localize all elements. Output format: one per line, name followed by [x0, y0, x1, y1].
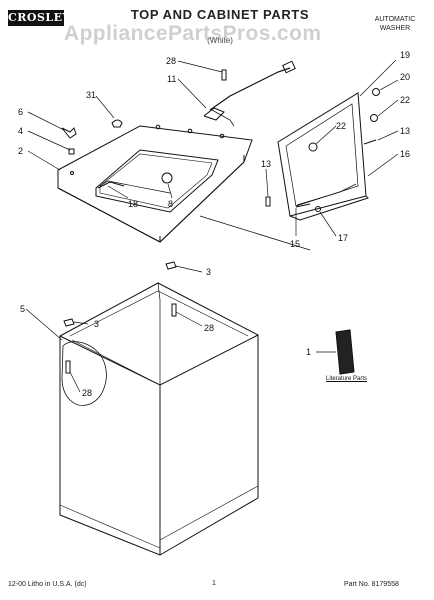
callout-18: 18 [128, 199, 138, 209]
callout-15: 15 [290, 239, 300, 249]
callout-17: 17 [338, 233, 348, 243]
callout-2: 2 [18, 146, 23, 156]
callout-4: 4 [18, 126, 23, 136]
callout-16: 16 [400, 149, 410, 159]
page-number: 1 [212, 580, 216, 587]
callout-22: 20 [400, 72, 410, 82]
brand-logo: CROSLEY [8, 10, 71, 26]
top-panel [57, 124, 253, 243]
callout-28: 28 [82, 388, 92, 398]
color-variant: (White) [207, 36, 233, 45]
callout-3: 3 [206, 267, 211, 277]
lid-assembly [277, 92, 369, 221]
product-type-line2: WASHER [379, 25, 411, 32]
callout-1: 1 [306, 347, 311, 357]
callout-19: 19 [400, 50, 410, 60]
callout-8: 8 [168, 199, 173, 209]
part-number: Part No. 8179558 [344, 581, 399, 588]
product-type-line1: AUTOMATIC [374, 16, 416, 23]
callout-28: 28 [204, 323, 214, 333]
callout-28: 28 [166, 56, 176, 66]
callout-6: 6 [18, 107, 23, 117]
callout-20: 22 [400, 95, 410, 105]
watermark-text: AppliancePartsPros.com [64, 22, 322, 45]
page-title: TOP AND CABINET PARTS [130, 7, 310, 22]
callout-leaders [25, 59, 399, 393]
callout-22: 22 [336, 121, 346, 131]
lid-switch-harness [203, 60, 296, 127]
literature-parts-label: Literature Parts [326, 376, 368, 382]
callout-5: 5 [20, 304, 25, 314]
hardware-parts [61, 69, 380, 375]
callout-11: 11 [167, 74, 176, 84]
callout-3: 3 [94, 319, 99, 329]
cabinet [59, 282, 259, 556]
callout-13: 13 [261, 159, 271, 169]
callout-13: 13 [400, 126, 410, 136]
callout-31: 31 [86, 90, 96, 100]
litho-footer: 12-00 Litho in U.S.A. (dc) [8, 581, 87, 588]
